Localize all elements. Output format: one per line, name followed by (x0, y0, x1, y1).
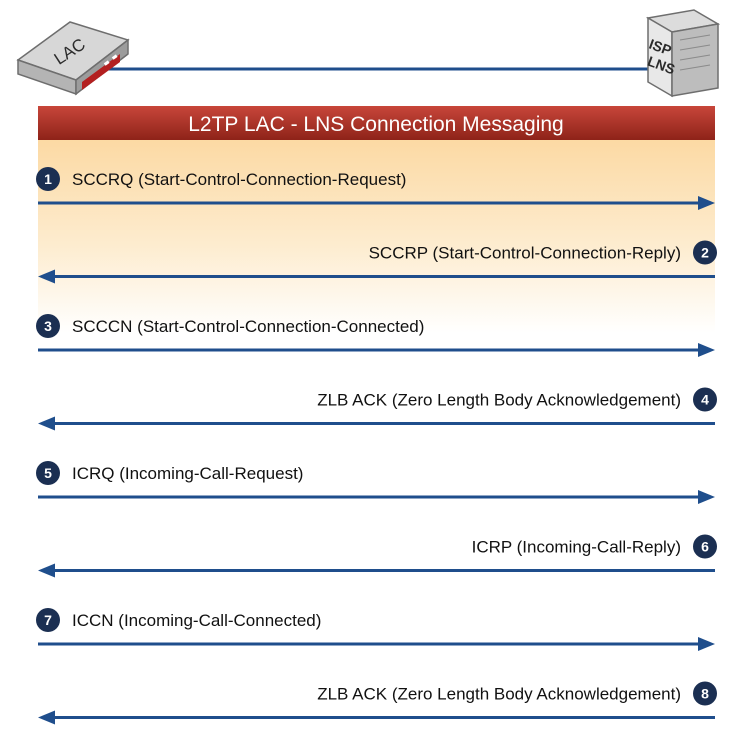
arrow-right-icon (698, 637, 715, 651)
banner (38, 106, 715, 140)
message-row-2: 2 SCCRP (Start-Control-Connection-Reply) (38, 240, 717, 284)
message-label: ZLB ACK (Zero Length Body Acknowledgemen… (317, 685, 681, 704)
arrow-left-icon (38, 416, 55, 431)
message-row-4: 4 ZLB ACK (Zero Length Body Acknowledgeme… (38, 387, 717, 431)
message-row-7: 7 ICCN (Incoming-Call-Connected) (36, 608, 715, 651)
step-number: 6 (701, 539, 709, 555)
step-number-circle (36, 167, 60, 191)
message-label: SCCCN (Start-Control-Connection-Connecte… (72, 317, 424, 336)
message-label: ICRP (Incoming-Call-Reply) (472, 538, 681, 557)
arrow-left-icon (38, 710, 55, 725)
step-number: 7 (44, 612, 52, 628)
arrow-right-icon (698, 343, 715, 357)
message-label: ZLB ACK (Zero Length Body Acknowledgemen… (317, 391, 681, 410)
step-number-circle (693, 534, 717, 559)
lns-label-line1: ISP (647, 36, 674, 59)
control-connection-highlight (38, 138, 715, 333)
banner-title: L2TP LAC - LNS Connection Messaging (188, 113, 563, 136)
message-row-5: 5 ICRQ (Incoming-Call-Request) (36, 461, 715, 504)
step-number-circle (693, 387, 717, 412)
message-label: ICCN (Incoming-Call-Connected) (72, 611, 321, 630)
message-label: SCCRP (Start-Control-Connection-Reply) (369, 244, 681, 263)
message-row-6: 6 ICRP (Incoming-Call-Reply) (38, 534, 717, 578)
arrow-right-icon (698, 196, 715, 210)
lns-server-icon: ISP LNS (645, 9, 721, 98)
message-label: ICRQ (Incoming-Call-Request) (72, 464, 303, 483)
step-number-circle (36, 461, 60, 485)
step-number: 5 (44, 465, 52, 481)
lac-device-icon: LAC (16, 21, 130, 96)
step-number: 1 (44, 171, 52, 187)
step-number: 3 (44, 318, 52, 334)
arrow-left-icon (38, 269, 55, 284)
arrow-left-icon (38, 563, 55, 578)
message-label: SCCRQ (Start-Control-Connection-Request) (72, 170, 406, 189)
message-row-1: 1 SCCRQ (Start-Control-Connection-Request… (36, 167, 715, 210)
step-number: 2 (701, 245, 709, 261)
arrow-right-icon (698, 490, 715, 504)
step-number-circle (36, 314, 60, 338)
message-row-3: 3 SCCCN (Start-Control-Connection-Connect… (36, 314, 715, 357)
step-number-circle (36, 608, 60, 632)
message-row-8: 8 ZLB ACK (Zero Length Body Acknowledgeme… (38, 681, 717, 725)
message-list: 1 SCCRQ (Start-Control-Connection-Request… (36, 167, 717, 725)
step-number-circle (693, 240, 717, 265)
step-number: 8 (701, 686, 709, 702)
step-number-circle (693, 681, 717, 706)
step-number: 4 (701, 392, 709, 408)
